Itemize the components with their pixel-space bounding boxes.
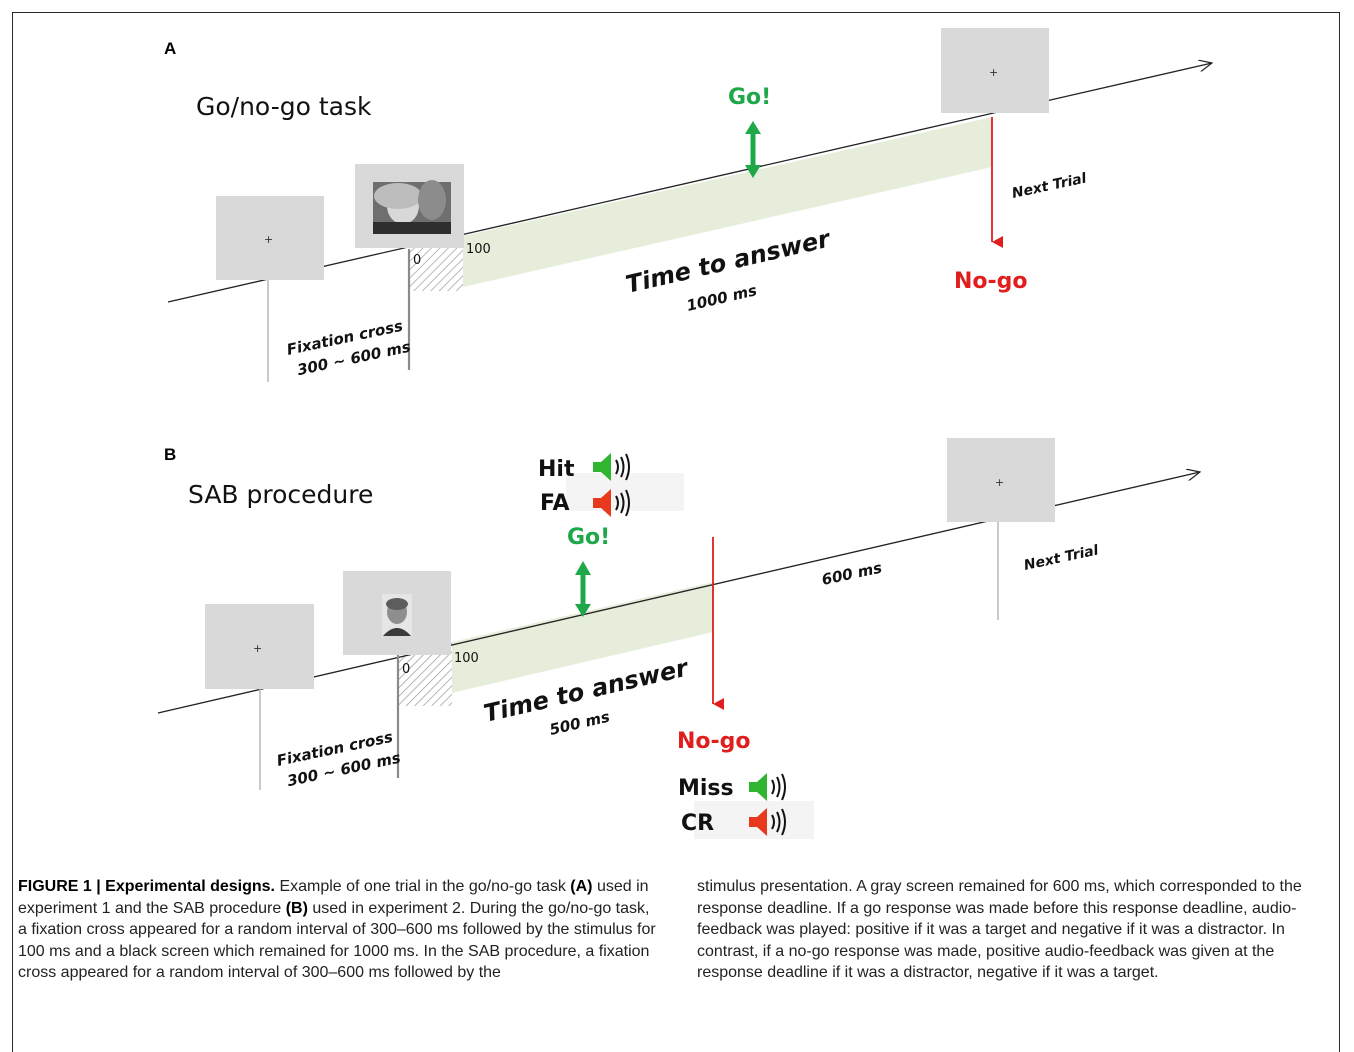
tick-end: 100 — [466, 242, 491, 257]
panel-b-title: SAB procedure — [188, 480, 373, 509]
answer-duration: 1000 ms — [685, 281, 759, 315]
stimulus-photo — [373, 180, 451, 234]
answer-duration: 500 ms — [548, 708, 612, 739]
panel-b-letter: B — [164, 445, 176, 464]
panel-a-letter: A — [164, 39, 176, 58]
caption-text-3: used in experiment 2. During the go/no-g… — [18, 899, 656, 982]
tick-start: 0 — [402, 662, 410, 677]
tick-start: 0 — [413, 253, 421, 268]
figure-frame — [12, 12, 1340, 1052]
caption-right-column: stimulus presentation. A gray screen rem… — [697, 876, 1337, 984]
answer-window-band — [463, 117, 992, 287]
panel-a: A Go/no-go task + 0 100 Fixation cross 3… — [164, 28, 1212, 382]
stimulus-interval-hatch — [409, 236, 463, 291]
next-trial-screen — [941, 28, 1049, 113]
caption-text-1: Example of one trial in the go/no-go tas… — [275, 878, 571, 895]
fa-label: FA — [540, 491, 570, 516]
answer-window-band — [452, 582, 713, 693]
caption-lead: FIGURE 1 | Experimental designs. — [18, 878, 275, 895]
next-trial-cross: + — [995, 476, 1004, 489]
panel-a-title: Go/no-go task — [196, 92, 372, 121]
panel-b: B SAB procedure + 0 100 Fixation cross 3… — [157, 438, 1200, 839]
caption-ref-b: (B) — [285, 899, 308, 917]
next-trial-screen — [947, 438, 1055, 522]
go-label: Go! — [728, 85, 771, 110]
fixation-cross: + — [264, 233, 273, 246]
go-double-arrow — [745, 121, 761, 178]
fixation-screen — [205, 604, 314, 689]
caption-text-2: used in experiment 1 and the SAB procedu… — [18, 878, 649, 917]
tick-end: 100 — [454, 651, 479, 666]
go-label: Go! — [567, 525, 610, 550]
next-trial-cross: + — [989, 66, 998, 79]
nogo-label: No-go — [677, 729, 751, 754]
speaker-icon-green — [748, 772, 786, 802]
next-trial-label: Next Trial — [1011, 170, 1089, 201]
gray-screen-duration: 600 ms — [820, 559, 884, 589]
hit-label: Hit — [538, 457, 575, 482]
caption-ref-a: (A) — [570, 878, 593, 895]
fixation-cross: + — [253, 642, 262, 655]
feedback-shade — [566, 473, 684, 511]
stimulus-interval-hatch — [398, 642, 452, 706]
fixation-screen — [216, 196, 324, 280]
nogo-label: No-go — [954, 269, 1028, 294]
go-double-arrow — [575, 561, 591, 617]
stimulus-photo — [382, 594, 412, 636]
miss-label: Miss — [678, 776, 734, 801]
cr-label: CR — [681, 811, 714, 836]
caption-text-right: stimulus presentation. A gray screen rem… — [697, 878, 1302, 982]
caption-left-column: FIGURE 1 | Experimental designs. Example… — [18, 876, 658, 984]
experimental-design-diagram: A Go/no-go task + 0 100 Fixation cross 3… — [157, 28, 1354, 839]
next-trial-label: Next Trial — [1023, 542, 1101, 573]
